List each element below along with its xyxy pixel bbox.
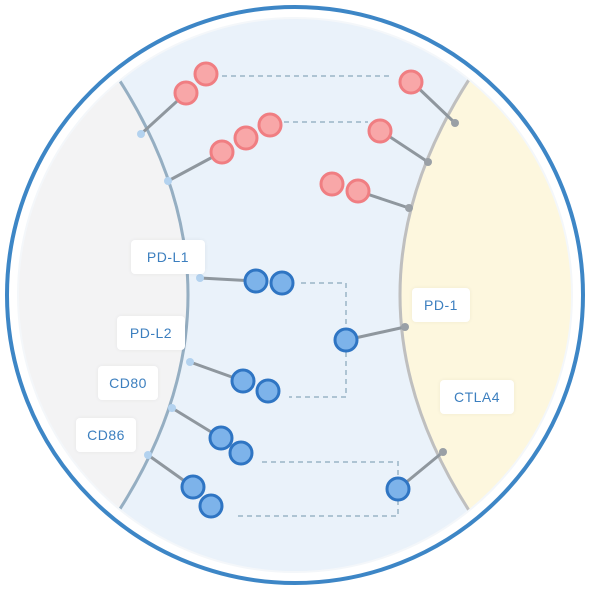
cd80-domain-2 (228, 440, 254, 466)
pd-l1-domain-2 (269, 270, 295, 296)
outer-ring (5, 5, 585, 585)
label-pd-l2-text: PD-L2 (129, 325, 173, 341)
label-pd-1: PD-1 (412, 288, 470, 322)
pd-l2-domain-2 (255, 378, 281, 404)
label-cd80-text: CD80 (109, 375, 147, 391)
label-cd86-text: CD86 (87, 427, 125, 443)
cd86-domain-2 (198, 493, 224, 519)
connector-pdl1-pd1 (301, 282, 347, 328)
mhc-tcr-molecules (173, 61, 424, 204)
dashed-connectors (222, 75, 399, 517)
membrane-anchors (137, 119, 459, 459)
label-pd-l1: PD-L1 (131, 240, 205, 274)
inner-halo (17, 17, 573, 573)
ctla4-domain (385, 476, 411, 502)
label-pd-l2: PD-L2 (117, 316, 185, 350)
label-pd-1-text: PD-1 (424, 297, 458, 313)
label-ctla4-text: CTLA4 (453, 389, 501, 405)
label-cd80: CD80 (98, 366, 158, 400)
checkpoint-molecules (180, 268, 411, 519)
label-ctla4: CTLA4 (440, 380, 514, 414)
cd80-domain-1 (208, 425, 234, 451)
label-cd86: CD86 (76, 418, 136, 452)
pd-1-domain (333, 327, 359, 353)
cd86-domain-1 (180, 474, 206, 500)
label-pd-l1-text: PD-L1 (146, 249, 190, 265)
pd-l1-domain-1 (243, 268, 269, 294)
right-membrane (398, 77, 472, 513)
connector-cd80-ctla4 (262, 461, 399, 478)
connector-pdl2-pd1 (289, 352, 347, 398)
pd-l2-domain-1 (230, 368, 256, 394)
left-membrane (116, 77, 190, 513)
